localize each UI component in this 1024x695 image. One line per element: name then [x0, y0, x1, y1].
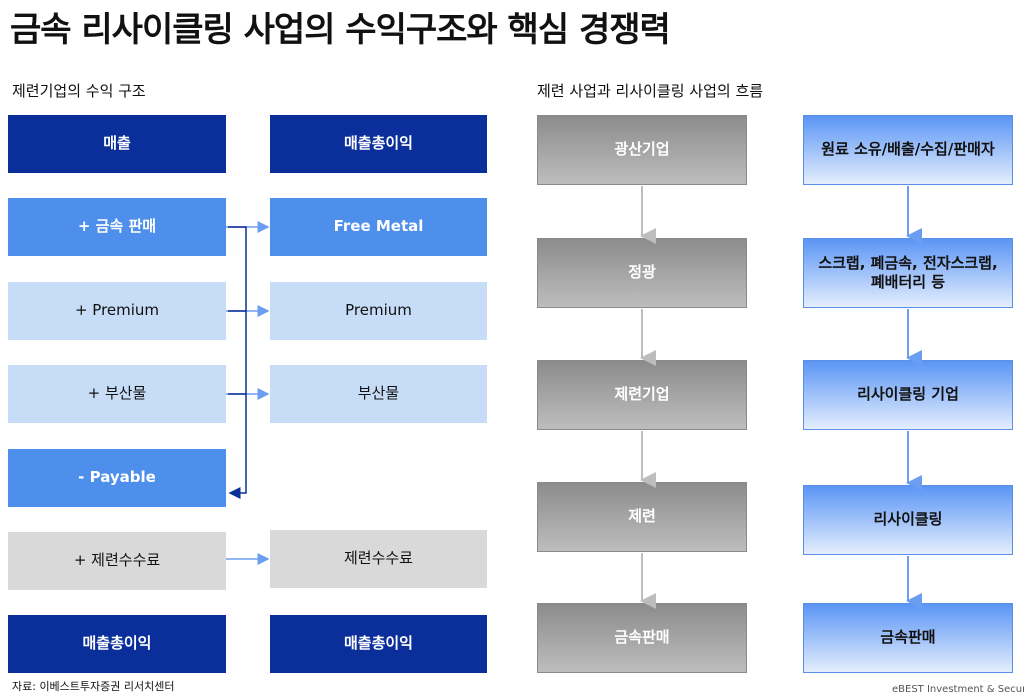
gross-profit-header-box: 매출총이익 [270, 115, 487, 173]
smelting-company-box: 제련기업 [537, 360, 747, 430]
free-metal-box: Free Metal [270, 198, 487, 256]
page-title: 금속 리사이클링 사업의 수익구조와 핵심 경쟁력 [10, 10, 671, 50]
byproduct-right-box: 부산물 [270, 365, 487, 423]
revenue-box: 매출 [8, 115, 226, 173]
left-subtitle: 제련기업의 수익 구조 [12, 82, 146, 100]
recycling-box: 리사이클링 [803, 485, 1013, 555]
metal-sales-recycling-box: 금속판매 [803, 603, 1013, 673]
metal-sales-flow-box: 금속판매 [537, 603, 747, 673]
premium-right-box: Premium [270, 282, 487, 340]
smelting-fee-right-box: 제련수수료 [270, 530, 487, 588]
footer-brand: eBEST Investment & Securities [892, 684, 1024, 695]
gross-profit-left-box: 매출총이익 [8, 615, 226, 673]
scrap-box: 스크랩, 폐금속, 전자스크랩, 폐배터리 등 [803, 238, 1013, 308]
byproduct-left-box: + 부산물 [8, 365, 226, 423]
metal-sales-box: + 금속 판매 [8, 198, 226, 256]
payable-bracket [228, 226, 247, 499]
payable-box: - Payable [8, 449, 226, 507]
mining-company-box: 광산기업 [537, 115, 747, 185]
source-note: 자료: 이베스트투자증권 리서치센터 [12, 680, 175, 693]
concentrate-box: 정광 [537, 238, 747, 308]
smelting-fee-left-box: + 제련수수료 [8, 532, 226, 590]
recycling-company-box: 리사이클링 기업 [803, 360, 1013, 430]
premium-left-box: + Premium [8, 282, 226, 340]
raw-material-owner-box: 원료 소유/배출/수집/판매자 [803, 115, 1013, 185]
gross-profit-right-box: 매출총이익 [270, 615, 487, 673]
smelting-box: 제련 [537, 482, 747, 552]
right-subtitle: 제련 사업과 리사이클링 사업의 흐름 [537, 82, 764, 100]
